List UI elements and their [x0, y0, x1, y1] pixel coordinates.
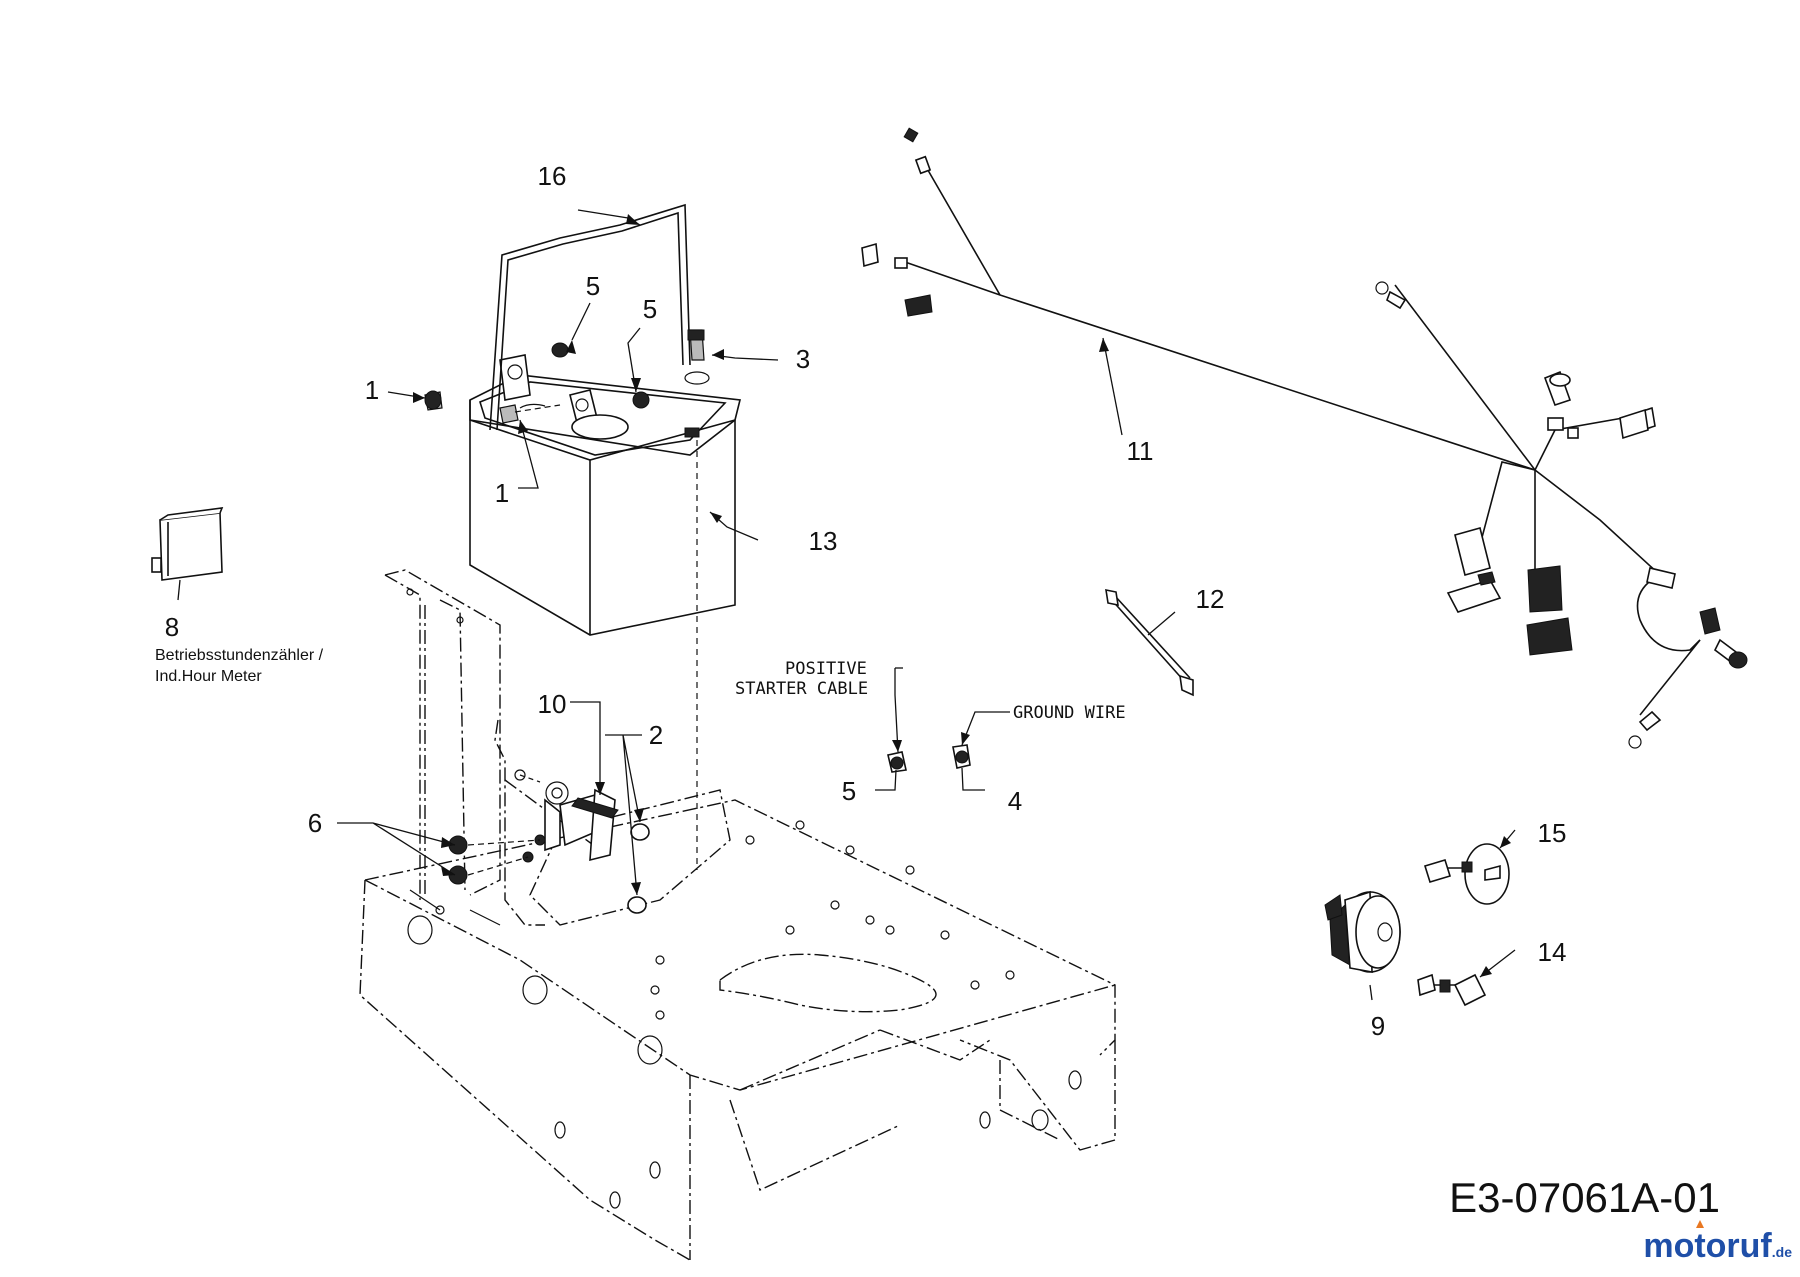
hour-meter-label-en: Ind.Hour Meter [155, 668, 262, 685]
loose-nuts [887, 744, 971, 773]
positive-cable-label-1: POSITIVE [785, 659, 867, 679]
watermark-suffix: .de [1772, 1244, 1792, 1260]
part-label-8: 8 [165, 612, 179, 642]
part-label-1a: 1 [365, 375, 379, 405]
callout-lines [177, 209, 1516, 1001]
watermark-accent [1696, 1220, 1704, 1228]
watermark-brand: motoruf [1643, 1227, 1772, 1265]
part-label-10: 10 [538, 689, 567, 719]
ground-strap [1105, 588, 1194, 697]
annotations: Betriebsstundenzähler / Ind.Hour Meter P… [155, 647, 1126, 723]
part-label-11: 11 [1127, 436, 1154, 466]
part-label-15: 15 [1538, 818, 1567, 848]
chassis-frame [359, 789, 1116, 1261]
battery-fasteners [424, 342, 650, 424]
part-label-4: 4 [1008, 786, 1022, 816]
part-label-9: 9 [1371, 1011, 1385, 1041]
hour-meter [151, 507, 224, 581]
ignition-key [1417, 973, 1487, 1007]
battery [469, 354, 741, 870]
key-switch-plate [1423, 843, 1510, 905]
hour-meter-label-de: Betriebsstundenzähler / [155, 647, 324, 664]
ground-wire-label: GROUND WIRE [1013, 703, 1126, 723]
wiring-harness [861, 127, 1748, 749]
callout-arrows [413, 214, 1511, 977]
part-label-16: 16 [538, 161, 567, 191]
part-label-1b: 1 [495, 478, 509, 508]
part-label-13: 13 [809, 526, 838, 556]
part-label-12: 12 [1196, 584, 1225, 614]
part-label-5b: 5 [643, 294, 657, 324]
part-label-14: 14 [1538, 937, 1567, 967]
part-label-5c: 5 [842, 776, 856, 806]
drawing-number: E3-07061A-01 [1449, 1174, 1720, 1221]
part-label-3: 3 [796, 344, 810, 374]
hold-down-rod [489, 203, 710, 431]
ignition-switch [1324, 890, 1401, 973]
battery-bracket [384, 569, 601, 926]
part-label-6: 6 [308, 808, 322, 838]
part-label-5a: 5 [586, 271, 600, 301]
part-labels: 16 5 5 3 1 1 11 13 12 8 10 2 6 5 4 15 14… [165, 161, 1567, 1041]
watermark-logo: motoruf.de [1643, 1227, 1792, 1265]
positive-cable-label-2: STARTER CABLE [735, 679, 868, 699]
part-label-2: 2 [649, 720, 663, 750]
solenoid-assembly [448, 769, 650, 914]
